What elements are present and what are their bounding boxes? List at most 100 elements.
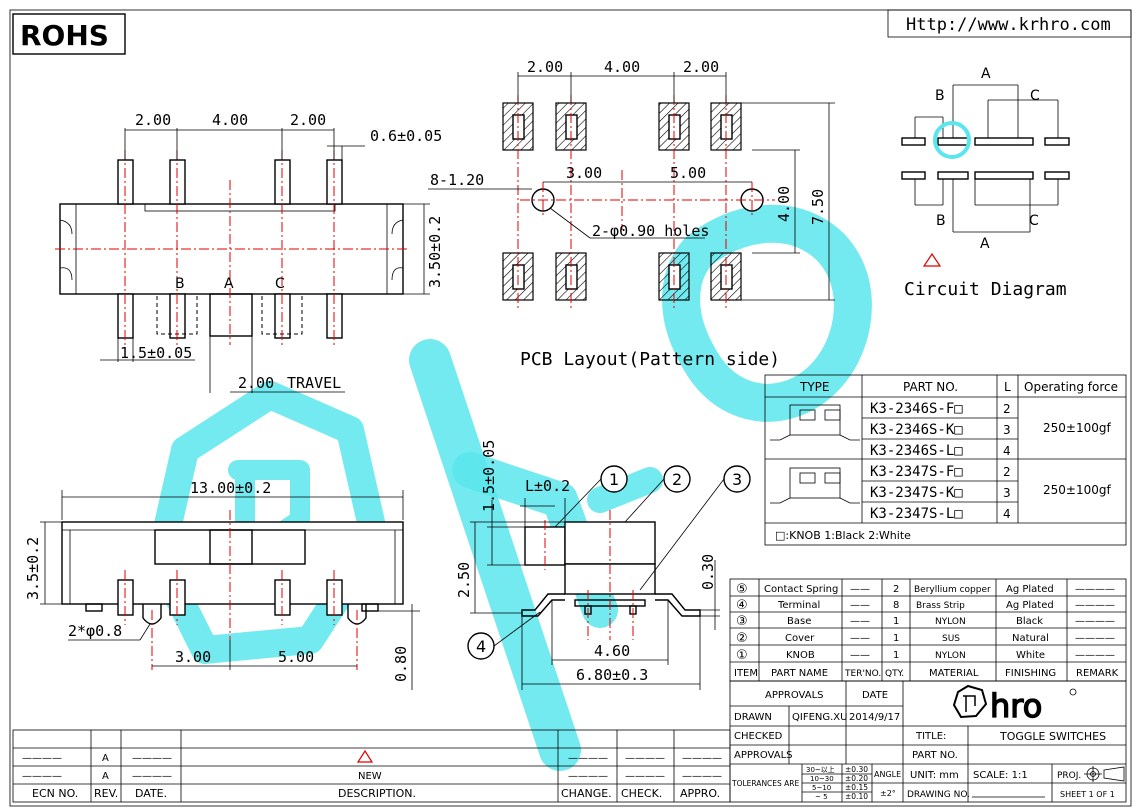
- warning-icon: [922, 252, 942, 267]
- rev2-rev: A: [102, 771, 109, 782]
- bom-ter-5: ——: [850, 584, 870, 595]
- rev2-change: ————: [568, 771, 608, 782]
- bom-h-qty: QTY.: [885, 669, 904, 679]
- side-pin-b: B: [175, 276, 185, 292]
- part-2347-k: K3-2347S-K□: [870, 485, 963, 501]
- pcb-dim-b: 4.00: [604, 58, 640, 76]
- bom-h-material: MATERIAL: [929, 668, 979, 679]
- bom-material-4: Brass Strip: [916, 601, 965, 611]
- force-group1: 250±100gf: [1043, 421, 1111, 435]
- part-2347-l: K3-2347S-L□: [870, 506, 963, 522]
- bom-table: ⑤ Contact Spring —— 2 Beryllium copper A…: [729, 578, 1127, 682]
- bom-finish-5: Ag Plated: [1006, 584, 1054, 595]
- body-height: 2.50: [455, 562, 473, 598]
- proj-label: PROJ.: [1057, 771, 1081, 781]
- pcb-slot: 8-1.20: [430, 171, 484, 189]
- tol-range-4: ~ 5: [815, 793, 828, 801]
- bom-finish-3: Black: [1016, 616, 1043, 627]
- bom-remark-1: ————: [1075, 650, 1115, 661]
- bom-material-2: SUS: [942, 634, 960, 644]
- tol-value-1: ±0.30: [845, 765, 868, 774]
- th-force: Operating force: [1024, 380, 1118, 394]
- callout-1: 1: [609, 470, 619, 489]
- rev2-appro: ————: [682, 771, 722, 782]
- projection-icon: [1084, 766, 1125, 782]
- force-group2: 250±100gf: [1043, 483, 1111, 497]
- border-frame: [9, 9, 1132, 807]
- title-block: APPROVALS DATE DRAWN QIFENG.XU 2014/9/17…: [729, 680, 1127, 803]
- date-label: DATE: [862, 690, 888, 701]
- bom-name-4: Terminal: [777, 600, 820, 611]
- side-pin-c: C: [275, 276, 285, 292]
- circuit-diagram: A B C B C A Circuit Diagram: [901, 66, 1070, 300]
- tolerances-label: TOLERANCES ARE: [731, 779, 800, 788]
- website-box: [887, 9, 1132, 38]
- tol-value-3: ±0.15: [845, 783, 868, 792]
- angle-value: ±2°: [880, 789, 896, 798]
- unit-label: UNIT: mm: [910, 770, 959, 781]
- knob-length: L±0.2: [525, 477, 570, 495]
- bom-finish-2: Natural: [1012, 633, 1049, 644]
- bom-item-5: ⑤: [736, 582, 748, 597]
- angle-label: ANGLE: [874, 770, 901, 779]
- side-pin-a: A: [224, 276, 234, 292]
- side-dim-c: 2.00: [290, 111, 326, 129]
- circuit-c-bottom: C: [1029, 213, 1039, 229]
- bom-finish-1: White: [1016, 650, 1045, 661]
- sheet-label: SHEET 1 OF 1: [1060, 790, 1115, 799]
- bom-remark-3: ————: [1075, 616, 1115, 627]
- title-value: TOGGLE SWITCHES: [999, 730, 1106, 743]
- rev-h-check: CHECK.: [621, 787, 662, 800]
- rev-h-desc: DESCRIPTION.: [338, 787, 416, 800]
- hro-watermark: [146, 204, 872, 771]
- pcb-hole-pitch-a: 3.00: [566, 164, 602, 182]
- rev1-change: ————: [568, 753, 608, 764]
- tol-value-2: ±0.20: [845, 774, 868, 783]
- bom-h-remark: REMARK: [1076, 668, 1119, 679]
- bom-ter-3: ——: [850, 616, 870, 627]
- tol-range-3: 5~10: [812, 784, 831, 792]
- part-no-label: PART NO.: [912, 750, 958, 761]
- bom-qty-4: 8: [893, 600, 899, 611]
- pcb-holes: 2-φ0.90 holes: [592, 222, 709, 240]
- bom-name-2: Cover: [785, 633, 815, 644]
- callout-4: 4: [476, 637, 486, 656]
- bom-h-name: PART NAME: [771, 668, 828, 679]
- circuit-c-top: C: [1030, 88, 1040, 104]
- part-2346-f: K3-2346S-F□: [870, 401, 963, 417]
- bom-item-4: ④: [736, 598, 748, 613]
- bottom-height: 3.5±0.2: [24, 537, 42, 600]
- lead-thickness: 0.30: [699, 554, 717, 590]
- l-2347-l: 4: [1003, 507, 1011, 521]
- end-view: L±0.2 1.5±0.05 2.50 0.30 4.60 6.80±0.3 1…: [455, 440, 751, 690]
- bottom-standoff: 0.80: [392, 646, 410, 682]
- bom-remark-2: ————: [1075, 633, 1115, 644]
- bom-qty-1: 1: [893, 650, 899, 661]
- pcb-dim-a: 2.00: [527, 58, 563, 76]
- bom-ter-4: ——: [850, 600, 870, 611]
- rev2-check: ————: [625, 771, 665, 782]
- bom-ter-2: ——: [850, 633, 870, 644]
- drawing-no-label: DRAWING NO.: [907, 790, 970, 800]
- rev-h-change: CHANGE.: [561, 787, 612, 800]
- rev1-ecn: ————: [22, 753, 62, 764]
- drawn-date: 2014/9/17: [849, 712, 900, 723]
- bom-h-item: ITEM: [734, 668, 758, 679]
- pcb-dim-c: 2.00: [683, 58, 719, 76]
- callout-2: 2: [672, 470, 682, 489]
- knob-note: □:KNOB 1:Black 2:White: [775, 529, 911, 542]
- rev-h-date: DATE.: [135, 787, 167, 800]
- drawn-label: DRAWN: [734, 712, 772, 723]
- title-label: TITLE:: [915, 731, 946, 742]
- side-pin-offset: 1.5±0.05: [120, 344, 192, 362]
- bom-name-5: Contact Spring: [764, 584, 838, 595]
- logo-text: hro: [990, 687, 1042, 725]
- bottom-pitch-a: 3.00: [175, 648, 211, 666]
- website-label: Http://www.krhro.com: [906, 15, 1111, 35]
- drawn-by: QIFENG.XU: [792, 712, 847, 723]
- lead-span: 6.80±0.3: [576, 666, 648, 684]
- bom-finish-4: Ag Plated: [1006, 600, 1054, 611]
- scale-label: SCALE: 1:1: [973, 770, 1028, 781]
- bom-qty-5: 2: [893, 584, 899, 595]
- revision-block: ———— A ———— ———— ———— ———— ———— A ———— N…: [12, 729, 731, 803]
